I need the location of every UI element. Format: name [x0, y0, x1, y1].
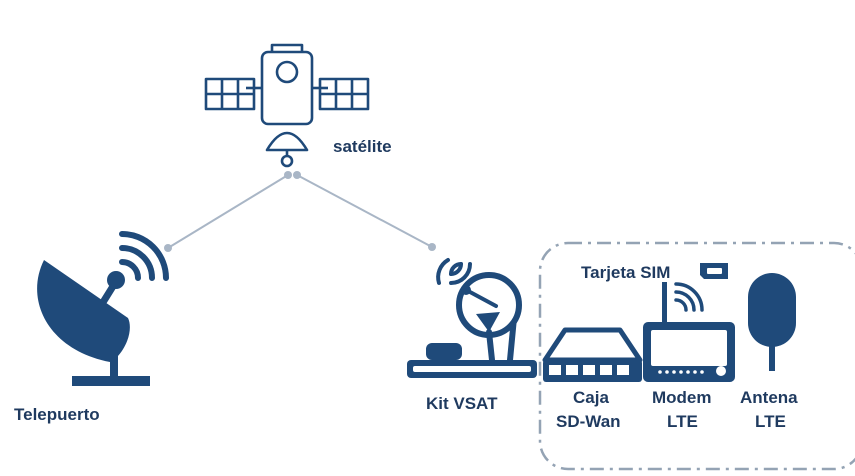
network-switch-icon: [542, 327, 643, 382]
wifi-signal-icon: [119, 231, 169, 281]
lte-modem-icon: [643, 282, 735, 382]
vsat-terminal-icon: [407, 272, 537, 378]
sdwan-label-line2: SD-Wan: [556, 412, 621, 431]
link-teleport-satellite: [167, 174, 289, 249]
sdwan-label-line1: Caja: [573, 388, 609, 407]
lte-antenna-icon: [748, 273, 796, 371]
antenna-label-line1: Antena: [740, 388, 798, 407]
teleport-label: Telepuerto: [14, 405, 100, 424]
wifi-signal-icon: [436, 258, 472, 285]
satellite-dish-icon: [37, 260, 150, 386]
antenna-label-line2: LTE: [755, 412, 786, 431]
sim-card-label: Tarjeta SIM: [581, 263, 670, 282]
wifi-signal-icon: [674, 282, 704, 312]
modem-label-line1: Modem: [652, 388, 712, 407]
vsat-kit-label: Kit VSAT: [426, 394, 498, 413]
satellite-label: satélite: [333, 137, 392, 156]
sim-card-icon: [700, 263, 728, 279]
satellite-icon: [204, 43, 370, 168]
link-satellite-vsat: [296, 174, 433, 248]
satellite-links: [164, 171, 436, 252]
modem-label-line2: LTE: [667, 412, 698, 431]
